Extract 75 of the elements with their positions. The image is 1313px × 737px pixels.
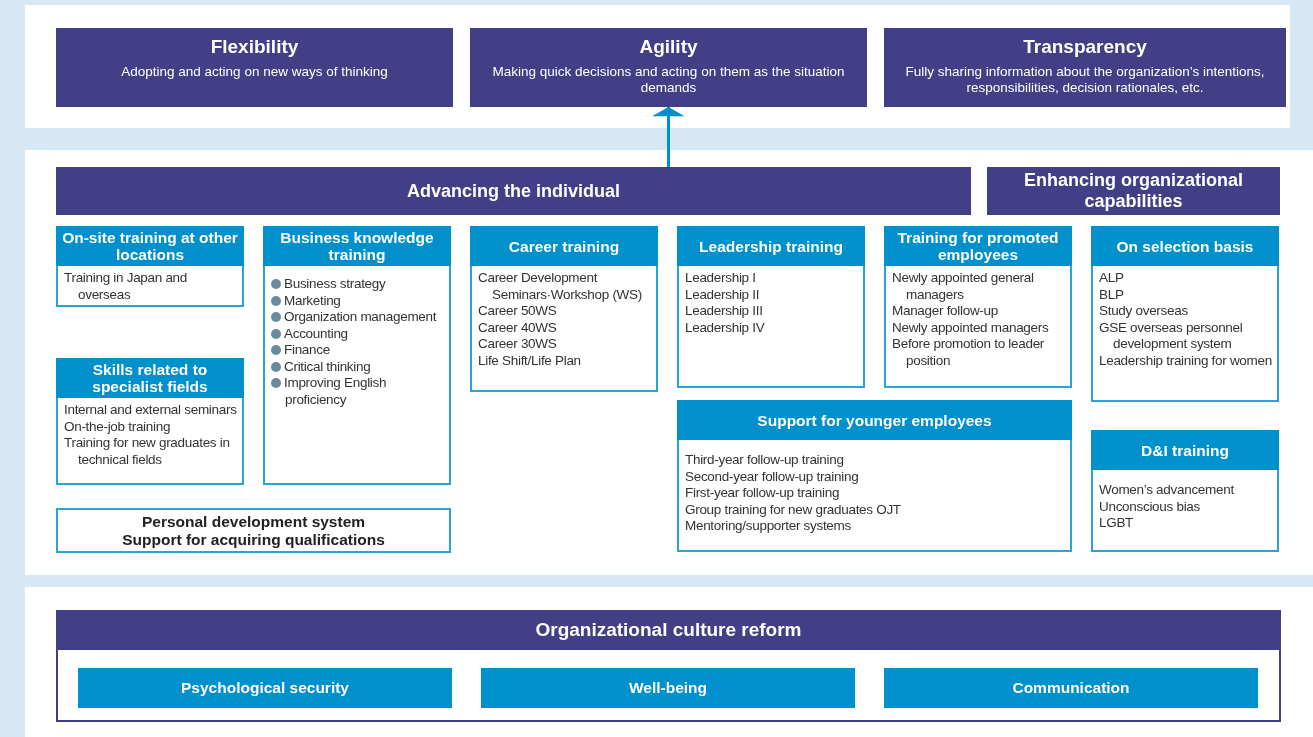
- list-item: Career 30WS: [478, 336, 558, 353]
- list-item: Newly appointed general managers: [892, 270, 1035, 303]
- list-item: Improving English proficiency: [271, 375, 445, 408]
- list-item: Finance: [271, 342, 445, 359]
- list-item: Women’s advancement: [1099, 482, 1235, 499]
- list-item: Life Shift/Life Plan: [478, 352, 582, 369]
- training-card: [1091, 226, 1279, 402]
- list-item: Career 50WS: [478, 303, 558, 320]
- list-item: Leadership II: [685, 286, 761, 303]
- list-item: Marketing: [271, 292, 445, 309]
- section-banner: Advancing the individual: [56, 167, 971, 215]
- list-item: Internal and external seminars: [64, 402, 238, 419]
- list-item: First-year follow-up training: [685, 485, 841, 502]
- list-item: Leadership training for women: [1099, 352, 1273, 369]
- card-header: Career training: [470, 226, 658, 266]
- theme-bar: Psychological security: [78, 668, 452, 708]
- list-item: Leadership I: [685, 270, 757, 287]
- training-card: [470, 226, 658, 392]
- value-card: [470, 28, 867, 107]
- training-card: [1091, 430, 1279, 552]
- list-item: Group training for new graduates OJT: [685, 501, 902, 518]
- value-description: Adopting and acting on new ways of thinking: [120, 64, 389, 80]
- card-header: On selection basis: [1091, 226, 1279, 266]
- list-item: Career Development Seminars·Workshop (WS): [478, 270, 643, 303]
- list-item: Mentoring/supporter systems: [685, 518, 852, 535]
- training-card: [263, 226, 451, 485]
- value-description: Fully sharing information about the organization’s intentions, responsibilities, decision rationales, etc.: [904, 64, 1266, 96]
- info-box: [56, 508, 451, 553]
- list-item: Third-year follow-up training: [685, 452, 845, 469]
- section-banner: Enhancing organizational capabilities: [987, 167, 1280, 215]
- list-item: ALP: [1099, 270, 1125, 287]
- list-item: Leadership III: [685, 303, 764, 320]
- training-card: [884, 226, 1072, 388]
- training-card: [56, 226, 244, 307]
- list-item: Accounting: [271, 325, 445, 342]
- box-text: Support for acquiring qualifications: [122, 530, 385, 549]
- value-title: Flexibility: [209, 36, 300, 58]
- frame-header: Organizational culture reform: [56, 610, 1281, 650]
- list-item: Newly appointed managers: [892, 319, 1050, 336]
- value-description: Making quick decisions and acting on them as the situation demands: [491, 64, 846, 96]
- list-item: Critical thinking: [271, 358, 445, 375]
- direction-arrow: [652, 107, 685, 167]
- training-card: [56, 358, 244, 485]
- list-item: Training in Japan and overseas: [64, 270, 189, 303]
- value-card: [884, 28, 1286, 107]
- theme-bar: Communication: [884, 668, 1258, 708]
- culture-frame: [56, 610, 1281, 722]
- list-item: GSE overseas personnel development system: [1099, 319, 1244, 353]
- card-header: Training for promoted employees: [884, 226, 1072, 266]
- value-title: Transparency: [1022, 36, 1148, 58]
- value-card: [56, 28, 453, 107]
- theme-bar: Well-being: [481, 668, 855, 708]
- list-item: Before promotion to leader position: [892, 336, 1046, 369]
- list-item: Organization management: [271, 309, 445, 326]
- list-item: Unconscious bias: [1099, 498, 1201, 515]
- card-header: Business knowledge training: [263, 226, 451, 266]
- card-header: Skills related to specialist fields: [56, 358, 244, 398]
- list-item: On-the-job training: [64, 418, 172, 435]
- card-header: Leadership training: [677, 226, 865, 266]
- box-text: Personal development system: [141, 512, 366, 531]
- training-card: [677, 400, 1072, 552]
- training-card: [677, 226, 865, 388]
- card-header: D&I training: [1091, 430, 1279, 470]
- list-item: BLP: [1099, 286, 1125, 303]
- list-item: Study overseas: [1099, 303, 1189, 320]
- list-item: Second-year follow-up training: [685, 468, 860, 485]
- list-item: Business strategy: [271, 276, 445, 293]
- list-item: Training for new graduates in technical fields: [64, 435, 231, 468]
- list-item: Career 40WS: [478, 319, 558, 336]
- card-header: Support for younger employees: [677, 400, 1072, 440]
- card-header: On-site training at other locations: [56, 226, 244, 266]
- list-item: Leadership IV: [685, 319, 766, 336]
- list-item: Manager follow-up: [892, 303, 999, 320]
- list-item: LGBT: [1099, 515, 1135, 532]
- value-title: Agility: [638, 36, 699, 58]
